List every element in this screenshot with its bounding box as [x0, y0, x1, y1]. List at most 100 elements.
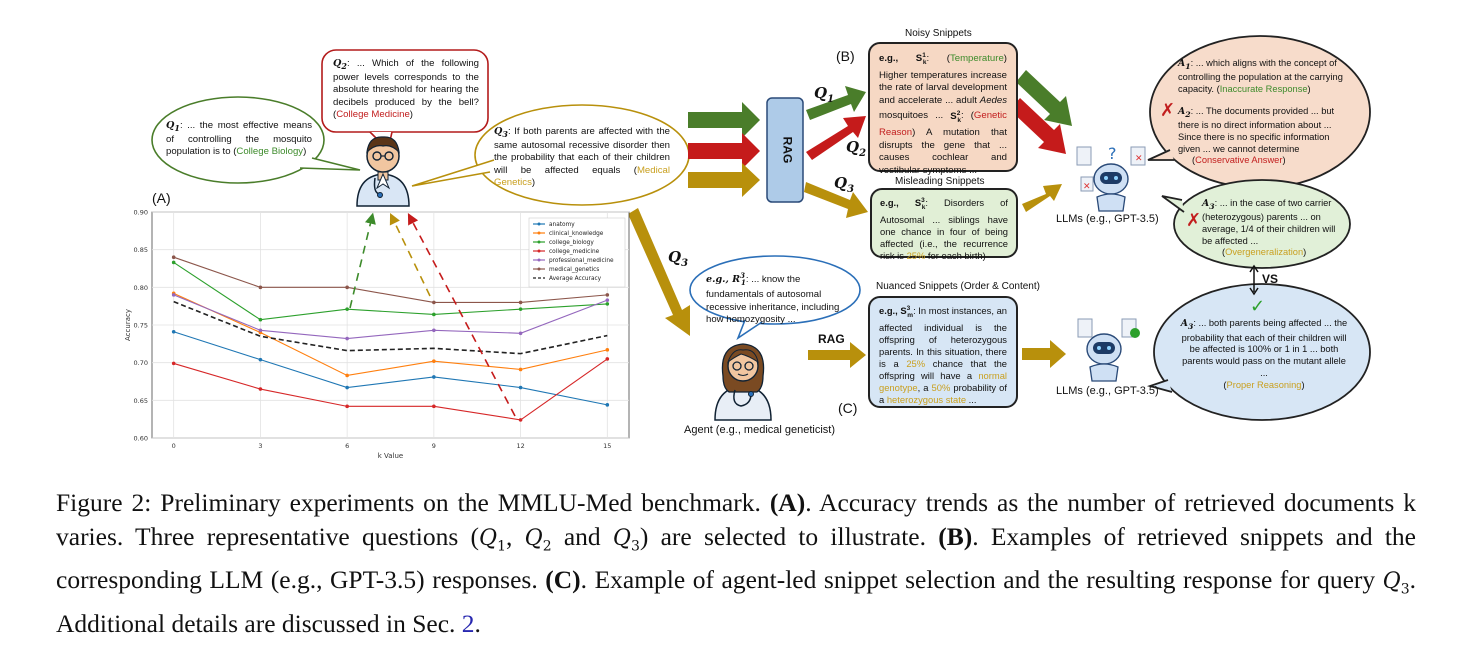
data-point [258, 357, 263, 362]
data-point [171, 255, 176, 259]
legend-entry: anatomy [549, 222, 575, 228]
legend-box [528, 217, 626, 288]
nuanced-title: Nuanced Snippets (Order & Content) [876, 281, 1040, 292]
q1-bubble: Q1: ... the most effective means of cont… [166, 120, 312, 158]
data-point [432, 375, 436, 379]
data-point [432, 328, 436, 333]
x-tick-label: 0 [172, 442, 176, 450]
x-tick-label: 9 [432, 442, 436, 450]
q2-bubble-shape [321, 49, 489, 133]
data-point [258, 285, 263, 290]
robot-icon-bottom [1077, 318, 1140, 382]
legend-entry: medical_genetics [549, 267, 599, 273]
nuanced-to-llm-arrow [1022, 340, 1066, 368]
figure: ? ✕ ✕ [124, 28, 1371, 460]
data-point [605, 302, 610, 306]
nuanced-snippets-box: e.g., S3m: In most instances, an affecte… [868, 296, 1018, 408]
data-point [345, 285, 349, 290]
robot-icon-top: ? ✕ ✕ [1076, 144, 1146, 212]
arrow-label-q2: Q2 [846, 138, 867, 159]
response-a3-wrong-tail [1161, 195, 1185, 213]
x-tick-label: 12 [516, 442, 524, 450]
arrow-label-q1: Q1 [814, 84, 835, 105]
check-icon-a3: ✓ [1250, 296, 1266, 317]
response-a3-wrong-shape [1173, 179, 1351, 269]
figure-caption: Figure 2: Preliminary experiments on the… [56, 488, 1417, 638]
data-point [432, 359, 436, 363]
data-point [605, 403, 610, 407]
vs-label: VS [1262, 272, 1279, 286]
q3-bubble: Q3: If both parents are affected with th… [494, 126, 670, 188]
data-point [258, 328, 263, 333]
data-point [345, 404, 349, 409]
dashed-arrow-gold [389, 212, 431, 297]
panel-c-label: (C) [838, 400, 858, 416]
data-point [432, 404, 436, 409]
noisy-title: Noisy Snippets [905, 28, 972, 39]
q1-input-arrow [688, 102, 760, 138]
arrow-label-rag-c: RAG [818, 332, 845, 346]
x-axis-label: k Value [378, 452, 404, 460]
doctor-icon [356, 136, 410, 207]
data-point [605, 348, 610, 352]
y-tick-label: 0.75 [134, 322, 148, 330]
legend-marker [537, 249, 541, 253]
svg-text:?: ? [1108, 144, 1117, 163]
agent-label: Agent (e.g., medical geneticist) [684, 424, 836, 436]
y-tick-label: 0.85 [134, 246, 148, 254]
agent-bubble-tail [736, 319, 763, 341]
legend-entry: professional_medicine [549, 258, 614, 264]
agent-rag-arrow [808, 342, 866, 368]
agent-icon [714, 343, 772, 421]
svg-text:✕: ✕ [1135, 154, 1143, 164]
misleading-snippets-box: e.g., S3k: Disorders of Autosomal ... si… [870, 188, 1018, 261]
response-a3-right-shape [1153, 283, 1371, 421]
series-line-professional-medicine [173, 294, 608, 340]
data-point [605, 357, 610, 361]
q1-bubble-shape [151, 96, 325, 184]
data-point [171, 361, 176, 366]
arrow-label-q3-agent: Q3 [668, 248, 689, 269]
legend-marker [537, 231, 541, 235]
data-point [518, 300, 523, 305]
x-tick-label: 15 [603, 442, 611, 450]
data-point [171, 329, 176, 334]
rag-box-label: RAG [780, 136, 795, 164]
q3-output-arrow [804, 182, 868, 218]
q2-bubble: Q2: ... Which of the following power lev… [333, 58, 479, 120]
legend-entry: clinical_knowledge [549, 231, 604, 237]
response-a2: A2: ... The documents provided ... but t… [1178, 106, 1335, 166]
x-tick-label: 3 [258, 442, 262, 450]
data-point [258, 317, 263, 322]
series-line-anatomy [173, 331, 608, 406]
data-point [518, 385, 523, 390]
q2-input-arrow [688, 133, 760, 169]
llm-label-bottom: LLMs (e.g., GPT-3.5) [1056, 385, 1159, 397]
dashed-arrow-green [349, 212, 376, 309]
legend-entry: college_biology [549, 240, 594, 246]
data-point [258, 387, 263, 391]
section-link[interactable]: 2 [461, 608, 475, 638]
noisy-to-llm-red [1010, 98, 1066, 154]
q2-output-arrow [806, 116, 866, 160]
series-line-medical-genetics [173, 256, 608, 303]
response-a1: A1: ... which aligns with the concept of… [1178, 58, 1343, 95]
q1-label: Q1 [166, 120, 180, 133]
legend-marker [537, 267, 541, 271]
data-point [432, 312, 436, 317]
data-point [432, 300, 436, 305]
data-point [345, 307, 349, 311]
response-a3-wrong: A3: ... in the case of two carrier (hete… [1202, 198, 1336, 258]
agent-note-bubble: e.g., R31: ... know the fundamentals of … [706, 271, 840, 325]
q3-bubble-tail [411, 159, 495, 187]
y-tick-label: 0.60 [134, 435, 148, 443]
noisy-snippets-box: e.g., S1k: (Temperature) Higher temperat… [868, 42, 1018, 176]
y-tick-label: 0.65 [134, 397, 148, 405]
response-a1a2-tail [1147, 149, 1174, 161]
legend-entry: Average Accuracy [549, 276, 602, 282]
data-point [605, 293, 610, 297]
data-point [605, 298, 610, 302]
rag-box [766, 97, 804, 203]
legend-entry: college_medicine [549, 249, 600, 255]
misleading-title: Misleading Snippets [895, 176, 985, 187]
